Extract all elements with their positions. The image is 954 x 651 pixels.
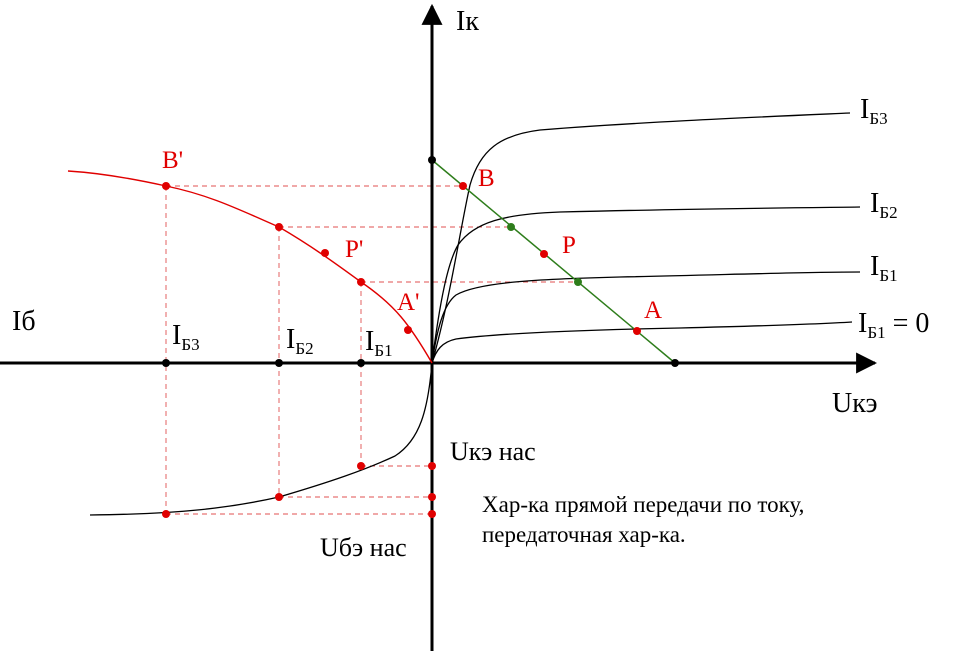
label-point-p-prime: P' [345, 236, 363, 263]
load-line-top-point [428, 156, 436, 164]
point-a [633, 327, 641, 335]
input-point-ib3 [162, 510, 170, 518]
curve-ib3 [431, 112, 851, 364]
label-input-ib2: IБ2 [286, 324, 314, 358]
input-point-ib1 [357, 462, 365, 470]
axis-point-ube2 [428, 493, 436, 501]
label-curve-ib3: IБ3 [860, 94, 888, 128]
points [162, 156, 679, 518]
load-line-bottom-point [671, 359, 679, 367]
label-ube-sat: Uбэ нас [320, 533, 407, 562]
label-point-a-prime: A' [397, 289, 420, 316]
point-p-prime [321, 249, 329, 257]
label-curve-ib2: IБ2 [870, 188, 898, 222]
point-b [459, 182, 467, 190]
label-input-ib1: IБ1 [365, 326, 393, 360]
axis-point-ib1 [357, 359, 365, 367]
curve-ib2 [431, 206, 861, 364]
transfer-point-ib2 [275, 223, 283, 231]
output-curves [431, 112, 861, 364]
curve-ib-zero [431, 321, 853, 364]
label-curve-ib-zero: IБ1 = 0 [858, 308, 929, 342]
axis-point-ib3 [162, 359, 170, 367]
label-point-b-prime: B' [162, 147, 183, 174]
label-uke-sat: Uкэ нас [450, 437, 536, 466]
label-input-ib3: IБ3 [172, 320, 200, 354]
uke-axis-label: Uкэ [832, 388, 878, 419]
intersection-ib2 [507, 223, 515, 231]
input-point-ib2 [275, 493, 283, 501]
label-point-p: P [562, 232, 576, 259]
label-curve-ib1: IБ1 [870, 251, 898, 285]
axis-point-ube3 [428, 510, 436, 518]
transfer-curve [67, 170, 433, 364]
curve-ib1 [431, 271, 861, 364]
axis-point-ib2 [275, 359, 283, 367]
intersection-ib1 [574, 278, 582, 286]
point-a-prime [404, 326, 412, 334]
label-point-b: B [478, 165, 495, 192]
point-p [540, 250, 548, 258]
transfer-point-ib1 [357, 278, 365, 286]
caption-line-1: Хар-ка прямой передачи по току, [482, 492, 804, 517]
input-characteristic-curve [89, 362, 433, 516]
ib-axis-label: Iб [12, 306, 36, 337]
point-b-prime [162, 182, 170, 190]
ik-axis-label: Iк [456, 6, 479, 37]
axis-point-ube1 [428, 462, 436, 470]
caption-line-2: передаточная хар-ка. [482, 522, 686, 547]
label-point-a: A [644, 297, 662, 324]
